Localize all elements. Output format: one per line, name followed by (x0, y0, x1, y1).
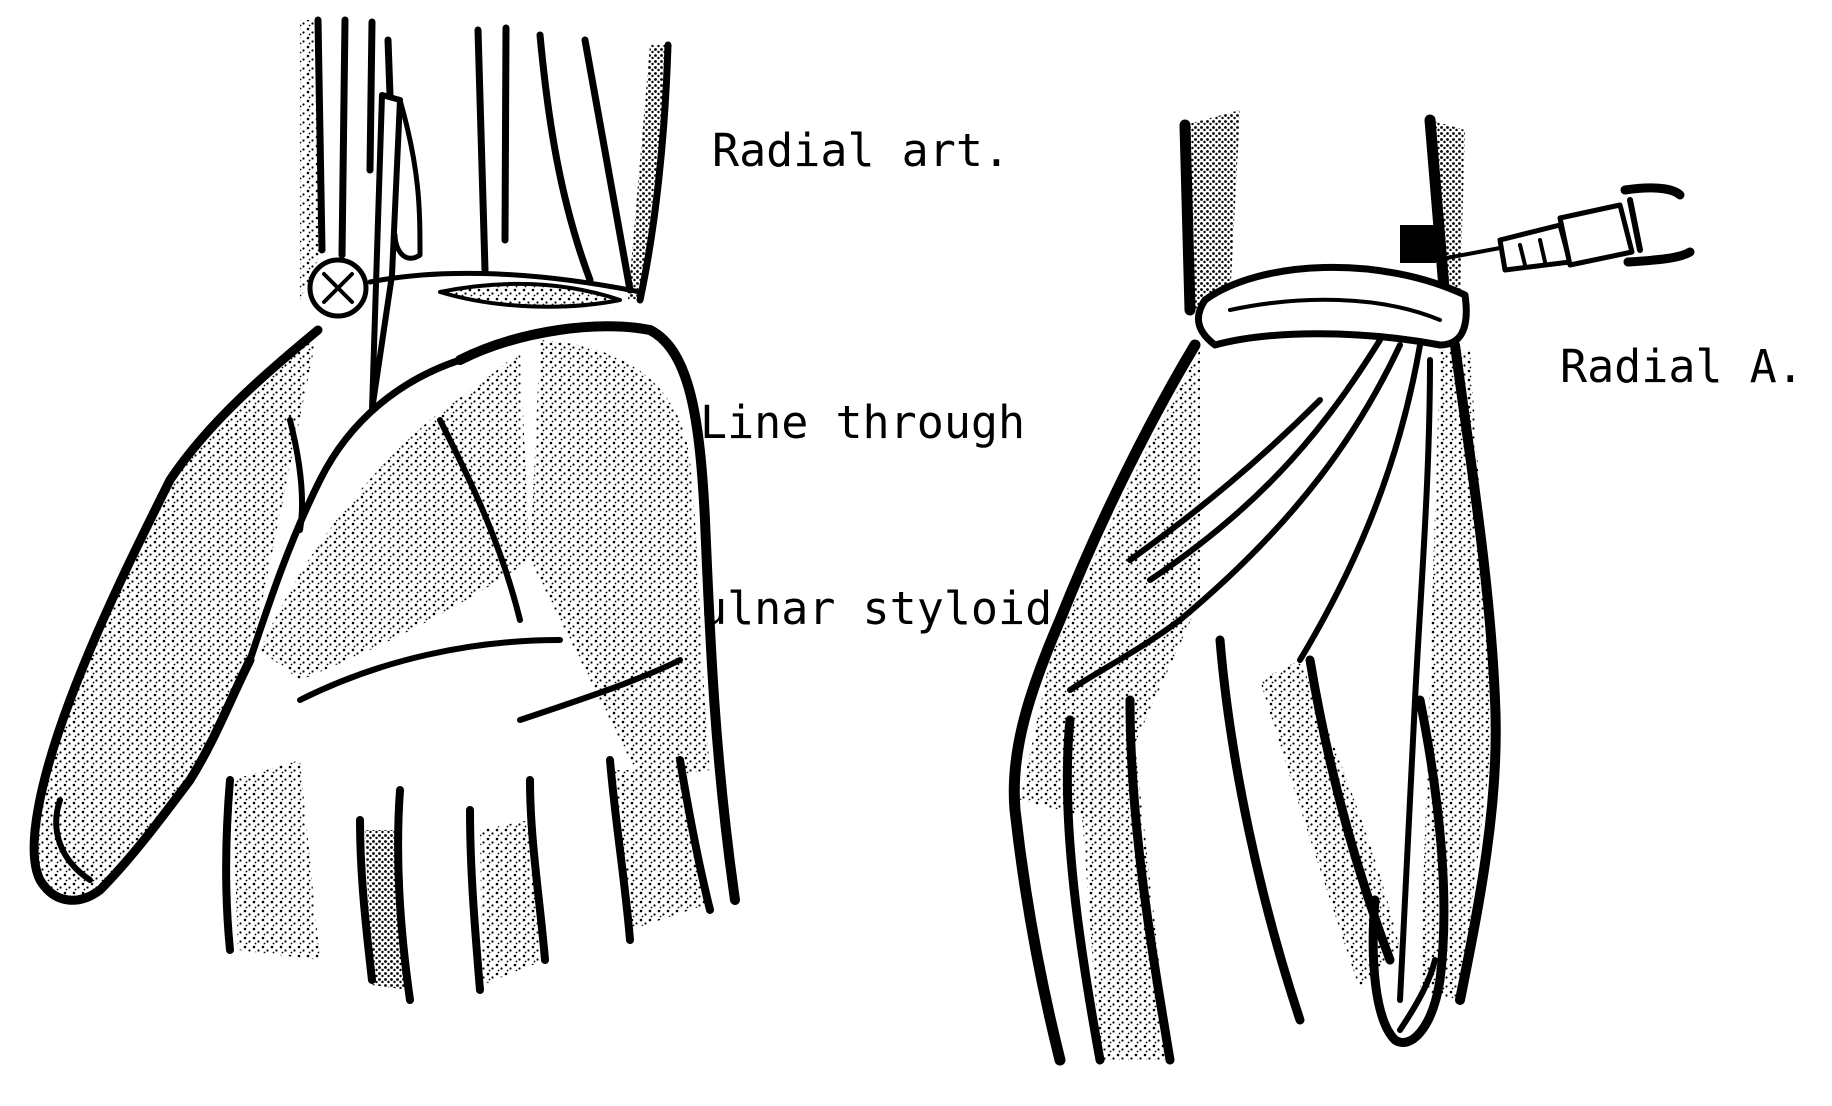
ulnar-styloid-label-line2: ulnar styloid (700, 578, 1052, 640)
radial-artery-marker (310, 260, 366, 316)
ulnar-styloid-label: Line through ulnar styloid (700, 268, 1052, 702)
radial-a-label: Radial A. (1560, 336, 1804, 398)
forearm-tendons (318, 20, 668, 300)
palmar-hand-drawing (34, 20, 735, 1000)
ulnar-styloid-label-line1: Line through (700, 392, 1052, 454)
forearm-shading (300, 20, 322, 300)
radial-artery-loop (372, 95, 400, 410)
radial-art-label: Radial art. (712, 120, 1010, 182)
lateral-wrist-drawing (1014, 110, 1690, 1060)
wrist-band (1198, 267, 1466, 345)
